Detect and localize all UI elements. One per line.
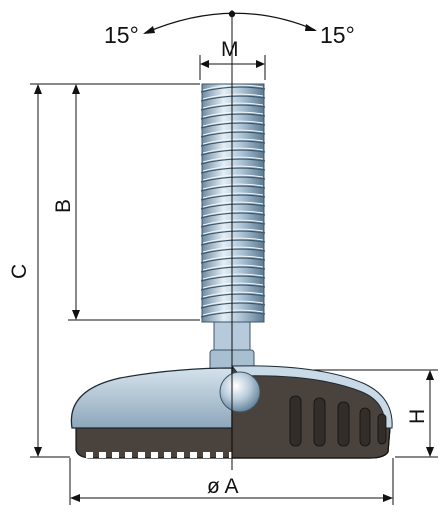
thread-crest bbox=[200, 95, 266, 102]
thread-label: M bbox=[221, 38, 239, 61]
thread-crest bbox=[200, 140, 266, 147]
thread-crest bbox=[200, 104, 266, 111]
thread-crest bbox=[200, 176, 266, 183]
thread-crest bbox=[200, 311, 266, 318]
thread-crest bbox=[200, 86, 266, 93]
ball-joint bbox=[219, 371, 261, 413]
diameter-a-label: ø A bbox=[207, 475, 239, 498]
tilt-arrow-right bbox=[305, 24, 317, 31]
thread-crest bbox=[200, 221, 266, 228]
thread-crest bbox=[200, 239, 266, 246]
pad-groove bbox=[164, 452, 171, 458]
diameter-a-dimension: ø A bbox=[69, 458, 394, 505]
tilt-left-label: 15° bbox=[104, 22, 139, 48]
thread-crest bbox=[200, 212, 266, 219]
pad-groove bbox=[203, 452, 210, 458]
thread-crest bbox=[200, 113, 266, 120]
thread-crest bbox=[200, 167, 266, 174]
tilt-indicator: 15° 15° bbox=[104, 10, 355, 48]
thread-crest bbox=[200, 203, 266, 210]
pad-groove bbox=[99, 452, 106, 458]
base-foot bbox=[70, 365, 393, 459]
pad-groove bbox=[177, 452, 184, 458]
section-ribs bbox=[289, 395, 387, 447]
thread-crest bbox=[200, 185, 266, 192]
threaded-stud bbox=[200, 83, 266, 373]
length-b-dimension: B bbox=[52, 83, 200, 321]
pad-groove bbox=[216, 452, 223, 458]
thread-crest bbox=[200, 122, 266, 129]
length-c-dimension: C bbox=[8, 83, 200, 458]
thread-crest bbox=[200, 131, 266, 138]
pad-groove bbox=[125, 452, 132, 458]
thread-crest bbox=[200, 302, 266, 309]
thread-crest bbox=[200, 230, 266, 237]
thread-crest bbox=[200, 266, 266, 273]
length-c-label: C bbox=[8, 264, 31, 279]
thread-crest bbox=[200, 194, 266, 201]
thread-crest bbox=[200, 149, 266, 156]
thread-crest bbox=[200, 257, 266, 264]
thread-crest bbox=[200, 293, 266, 300]
tilt-arrow-left bbox=[143, 26, 155, 34]
pad-groove bbox=[86, 452, 93, 458]
length-b-label: B bbox=[52, 199, 75, 213]
height-h-dimension: H bbox=[262, 369, 438, 458]
base-cover-left bbox=[70, 367, 233, 429]
thread-crest bbox=[200, 158, 266, 165]
height-h-label: H bbox=[406, 409, 429, 424]
pad-groove bbox=[112, 452, 119, 458]
thread-crest bbox=[200, 284, 266, 291]
pad-grooves bbox=[86, 452, 236, 458]
tilt-right-label: 15° bbox=[320, 22, 355, 48]
thread-crest bbox=[200, 248, 266, 255]
pad-groove bbox=[151, 452, 158, 458]
pad-groove bbox=[138, 452, 145, 458]
thread-crest bbox=[200, 275, 266, 282]
pad-groove bbox=[190, 452, 197, 458]
